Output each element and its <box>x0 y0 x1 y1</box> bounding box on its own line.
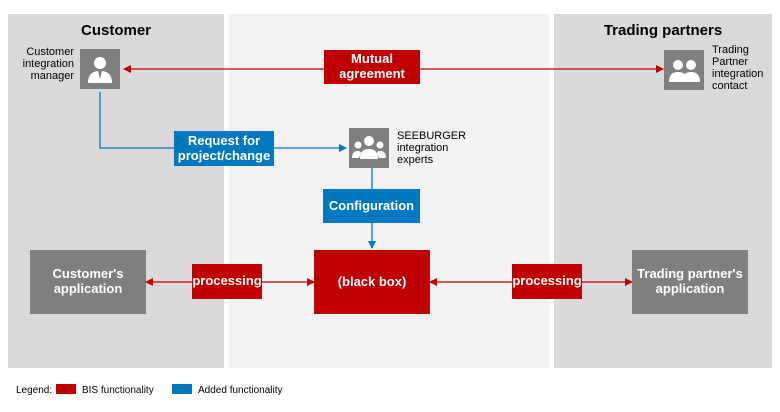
customer-column-title: Customer <box>80 22 151 39</box>
trading-partners-column-title: Trading partners <box>603 22 723 39</box>
seeburger-experts-label: SEEBURGER integration experts <box>397 130 467 167</box>
mutual-agreement-box: Mutual agreement <box>324 50 420 84</box>
legend-bis-label: BIS functionality <box>82 385 154 396</box>
two-users-icon <box>664 50 704 90</box>
customer-manager-label: Customer integration manager <box>22 46 74 83</box>
legend-bis-swatch <box>56 384 76 394</box>
request-box: Request for project/change <box>174 131 274 166</box>
configuration-box: Configuration <box>323 189 420 223</box>
legend-added-swatch <box>172 384 192 394</box>
black-box: (black box) <box>314 250 430 314</box>
legend-title: Legend: <box>16 385 53 396</box>
partner-contact-label: Trading Partner integration contact <box>712 44 764 93</box>
group-icon <box>349 128 389 168</box>
partner-application-box: Trading partner's application <box>632 250 748 314</box>
user-icon <box>80 49 120 89</box>
processing-left-box: processing <box>192 264 262 299</box>
customer-application-box: Customer's application <box>30 250 146 314</box>
processing-right-box: processing <box>512 264 582 299</box>
legend-added-label: Added functionality <box>198 385 283 396</box>
